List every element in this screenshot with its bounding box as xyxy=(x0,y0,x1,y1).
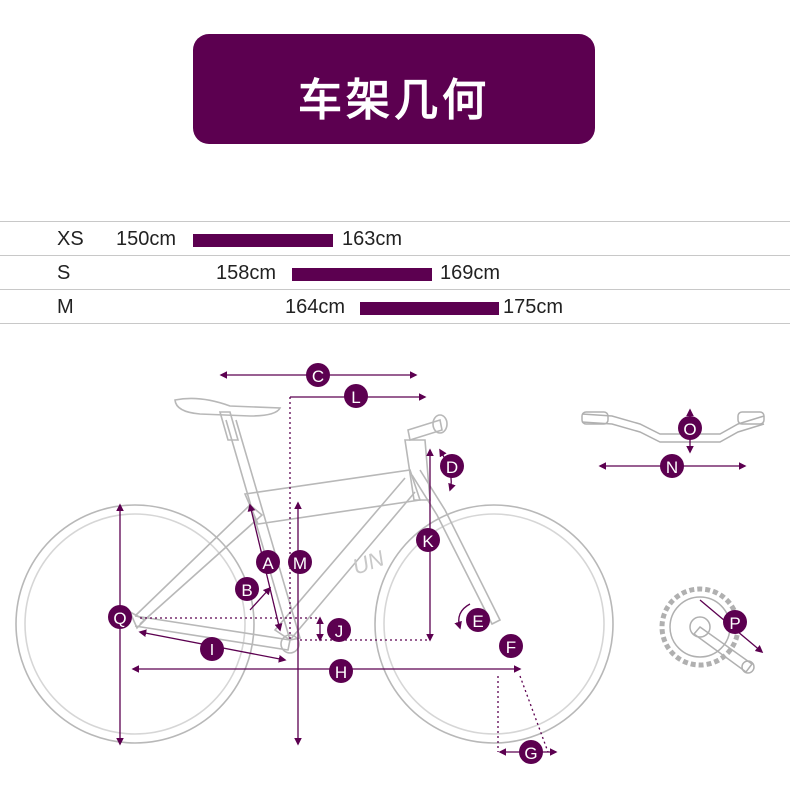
handlebar-end xyxy=(432,414,448,434)
height-max: 163cm xyxy=(342,228,403,250)
marker-o: O xyxy=(678,416,702,440)
height-min: 150cm xyxy=(116,228,177,250)
bicycle-drawing xyxy=(15,397,614,744)
front-wheel xyxy=(374,504,614,744)
marker-q: Q xyxy=(108,605,132,629)
marker-i: I xyxy=(200,637,224,661)
marker-m: M xyxy=(288,550,312,574)
marker-p: P xyxy=(723,610,747,634)
size-label: M xyxy=(57,296,74,318)
geometry-diagram: UN C L D xyxy=(15,363,765,764)
marker-a: A xyxy=(256,550,280,574)
marker-e: E xyxy=(466,608,490,632)
top-tube xyxy=(243,469,422,525)
marker-c: C xyxy=(306,363,330,387)
rear-dropout xyxy=(128,610,147,630)
seatpost xyxy=(218,411,240,441)
svg-text:J: J xyxy=(335,622,344,641)
saddle xyxy=(174,397,282,417)
svg-text:M: M xyxy=(293,554,307,573)
seat-tube xyxy=(225,419,302,641)
svg-text:C: C xyxy=(312,367,324,386)
svg-text:O: O xyxy=(683,420,696,439)
svg-text:D: D xyxy=(446,458,458,477)
rear-wheel-inner xyxy=(24,513,246,735)
svg-text:P: P xyxy=(729,614,740,633)
marker-l: L xyxy=(344,384,368,408)
height-min: 158cm xyxy=(216,262,277,284)
marker-b: B xyxy=(235,577,259,601)
handlebar-top-view xyxy=(581,411,765,443)
height-max: 175cm xyxy=(503,296,564,318)
svg-text:H: H xyxy=(335,663,347,682)
svg-text:L: L xyxy=(351,388,360,407)
height-range-bar xyxy=(360,302,499,315)
svg-text:B: B xyxy=(241,581,252,600)
measurement-lines xyxy=(116,371,764,756)
front-wheel-inner xyxy=(383,513,605,735)
marker-h: H xyxy=(329,659,353,683)
marker-d: D xyxy=(440,454,464,478)
marker-f: F xyxy=(499,634,523,658)
svg-text:G: G xyxy=(524,744,537,763)
height-min: 164cm xyxy=(285,296,346,318)
marker-g: G xyxy=(519,740,543,764)
page-title: 车架几何 xyxy=(298,75,490,126)
height-max: 169cm xyxy=(440,262,501,284)
title-banner: 车架几何 xyxy=(193,34,595,144)
size-label: XS xyxy=(57,228,84,250)
size-row-s: S 158cm 169cm xyxy=(0,255,790,289)
marker-n: N xyxy=(660,454,684,478)
svg-text:Q: Q xyxy=(113,609,126,628)
height-range-bar xyxy=(193,234,333,247)
frame-logo: UN xyxy=(349,545,388,579)
svg-text:E: E xyxy=(472,612,483,631)
svg-text:N: N xyxy=(666,458,678,477)
size-label: S xyxy=(57,262,71,284)
marker-k: K xyxy=(416,528,440,552)
svg-text:A: A xyxy=(262,554,274,573)
marker-j: J xyxy=(327,618,351,642)
stem xyxy=(407,418,443,442)
svg-text:I: I xyxy=(210,642,214,659)
height-range-bar xyxy=(292,268,432,281)
svg-text:F: F xyxy=(506,638,516,657)
size-row-xs: XS 150cm 163cm xyxy=(0,221,790,255)
svg-text:K: K xyxy=(422,532,434,551)
size-table: XS 150cm 163cm S 158cm 169cm M 164cm 175… xyxy=(0,221,790,324)
size-row-m: M 164cm 175cm xyxy=(0,289,790,324)
